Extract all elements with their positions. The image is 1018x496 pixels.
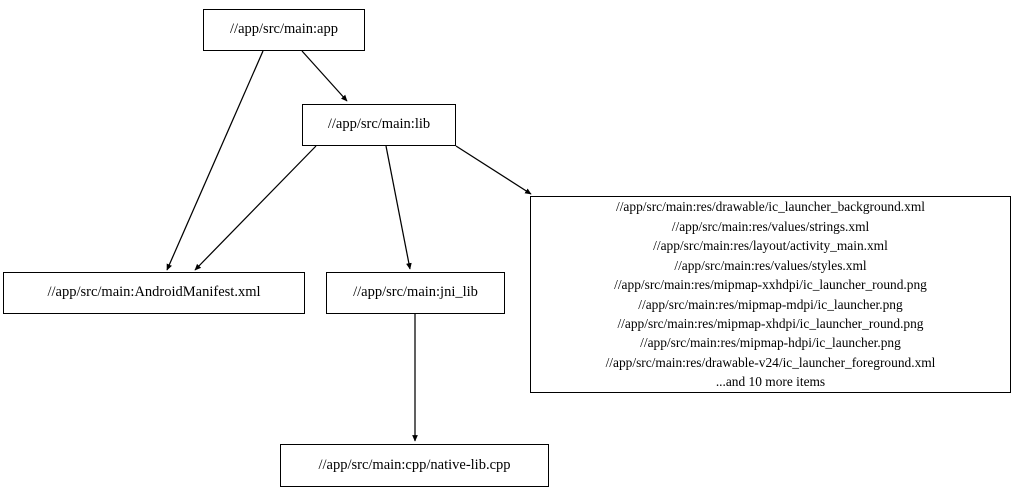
graph-edge-lib-to-manifest bbox=[194, 145, 317, 271]
graph-node-res[interactable]: //app/src/main:res/drawable/ic_launcher_… bbox=[530, 196, 1011, 393]
graph-node-manifest[interactable]: //app/src/main:AndroidManifest.xml bbox=[3, 272, 305, 314]
graph-node-label-res: //app/src/main:res/drawable/ic_launcher_… bbox=[605, 199, 936, 390]
graph-node-cpp[interactable]: //app/src/main:cpp/native-lib.cpp bbox=[280, 444, 549, 487]
graph-node-label-lib: //app/src/main:lib bbox=[327, 116, 431, 133]
graph-node-jni_lib[interactable]: //app/src/main:jni_lib bbox=[326, 272, 505, 314]
graph-node-label-app: //app/src/main:app bbox=[230, 21, 338, 38]
graph-node-app[interactable]: //app/src/main:app bbox=[203, 9, 365, 51]
graph-node-label-jni_lib: //app/src/main:jni_lib bbox=[353, 284, 478, 301]
graph-edge-lib-to-res bbox=[455, 145, 532, 195]
graph-node-label-cpp: //app/src/main:cpp/native-lib.cpp bbox=[318, 456, 511, 473]
graph-edge-app-to-lib bbox=[301, 50, 348, 102]
graph-node-label-manifest: //app/src/main:AndroidManifest.xml bbox=[47, 284, 261, 301]
graph-node-lib[interactable]: //app/src/main:lib bbox=[302, 104, 456, 146]
graph-edge-app-to-manifest bbox=[166, 50, 264, 271]
graph-edge-lib-to-jni_lib bbox=[385, 145, 412, 270]
